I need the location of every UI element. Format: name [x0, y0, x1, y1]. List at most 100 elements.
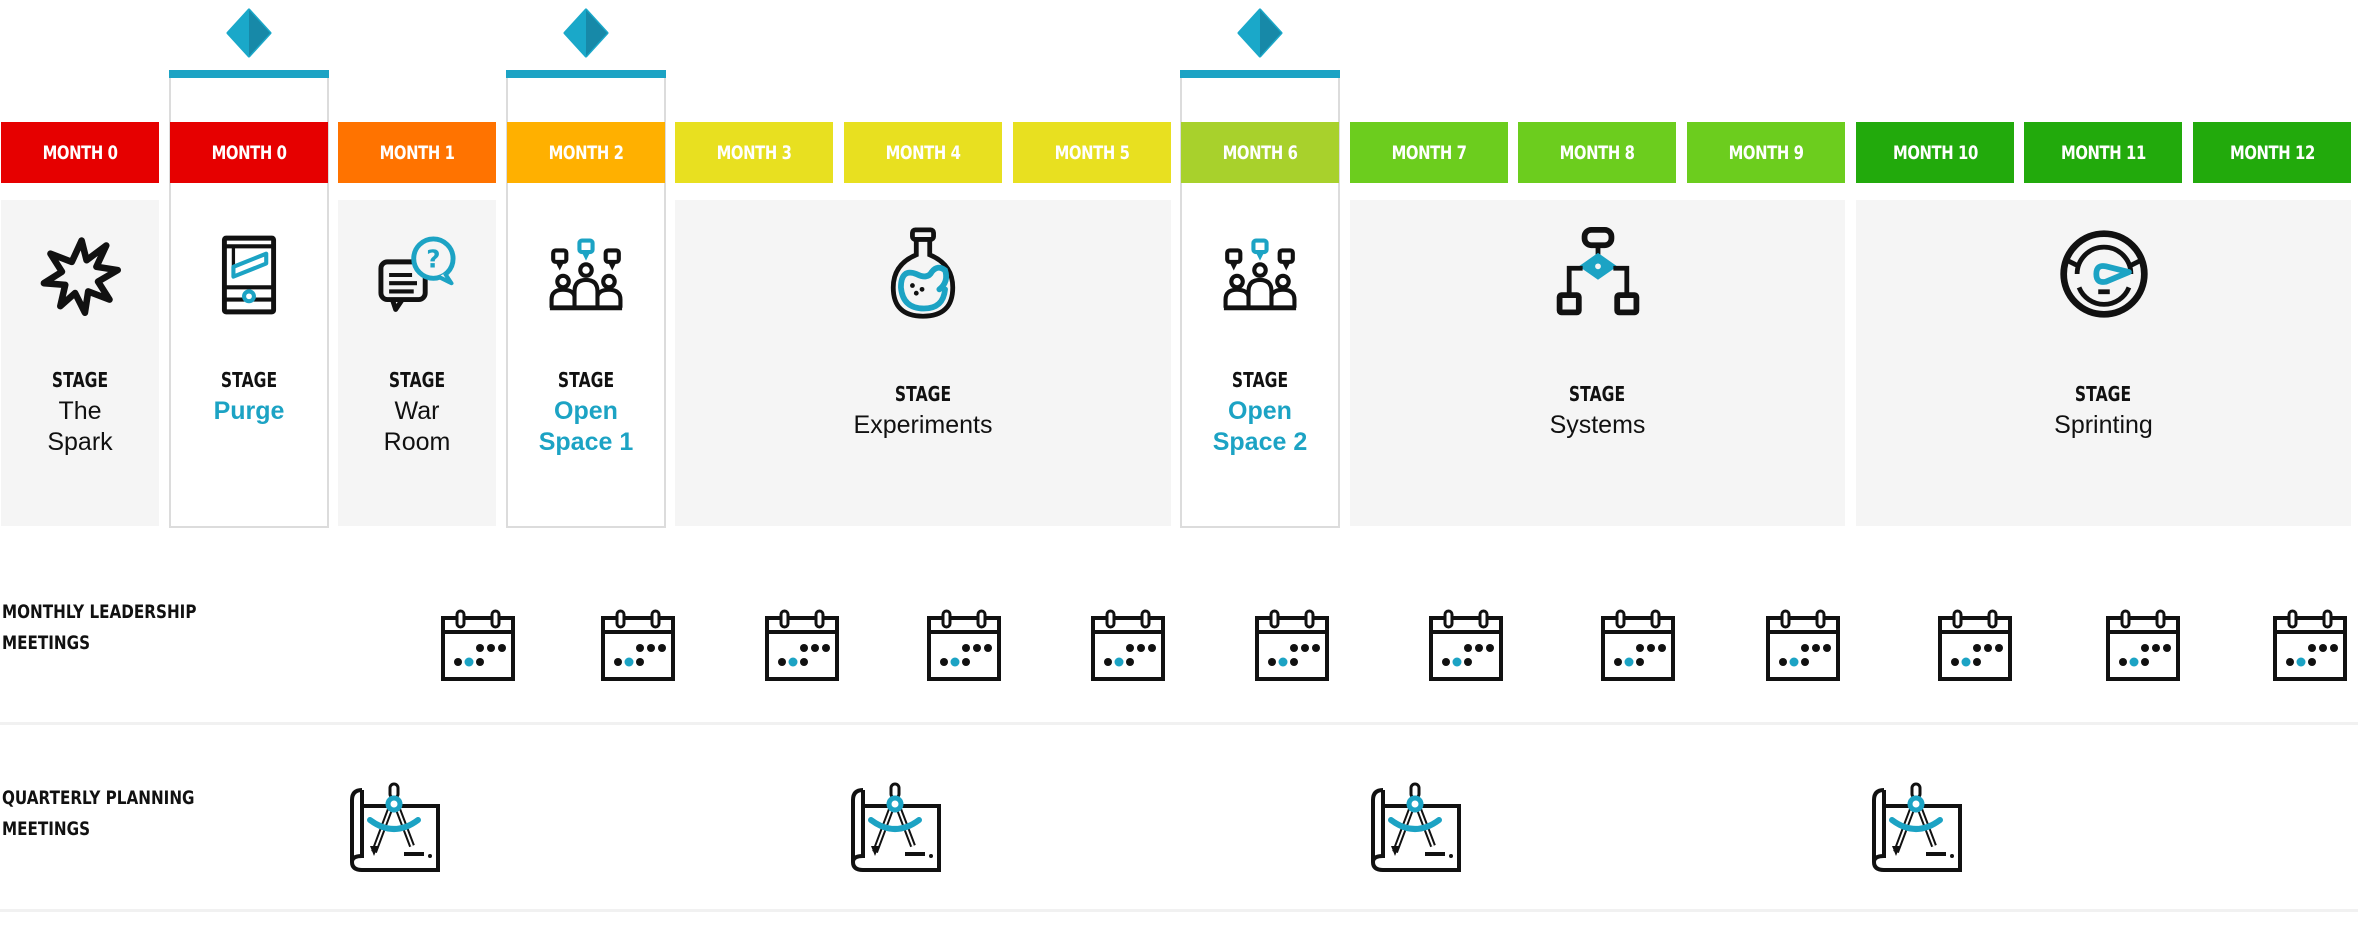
month-header: MONTH 6 — [1181, 122, 1339, 183]
guillotine-icon — [220, 234, 277, 321]
calendar-icon — [2272, 608, 2348, 682]
month-label: MONTH 10 — [1892, 141, 1978, 164]
month-label: MONTH 2 — [548, 141, 624, 164]
month-header: MONTH 4 — [844, 122, 1002, 183]
flask-icon — [889, 226, 956, 327]
stage-name: Room — [383, 428, 451, 456]
stage-card: STAGE Purge — [170, 200, 328, 526]
month-header: MONTH 5 — [1013, 122, 1171, 183]
stage-kicker: STAGE — [2075, 382, 2132, 406]
row-divider — [0, 909, 2358, 912]
calendar-icon — [2105, 608, 2181, 682]
month-header: MONTH 7 — [1350, 122, 1508, 183]
stage-name: Systems — [1549, 411, 1646, 439]
blueprint-compass-icon — [348, 782, 442, 872]
calendar-icon — [1090, 608, 1166, 682]
month-header: MONTH 1 — [338, 122, 496, 183]
speedometer-icon — [2056, 226, 2152, 327]
diamond-milestone-icon — [561, 8, 611, 58]
stage-kicker: STAGE — [1231, 368, 1289, 392]
stage-name: The — [58, 397, 102, 425]
stage-card: STAGE Sprinting — [1856, 200, 2351, 526]
stage-kicker: STAGE — [557, 368, 615, 392]
stage-text: STAGE Sprinting — [1856, 382, 2351, 441]
month-label: MONTH 12 — [2229, 141, 2315, 164]
calendar-icon — [926, 608, 1002, 682]
stage-name: Space 2 — [1212, 428, 1308, 456]
month-label: MONTH 11 — [2060, 141, 2146, 164]
stage-name: Open — [1228, 397, 1292, 425]
calendar-icon — [1254, 608, 1330, 682]
blueprint-compass-icon — [849, 782, 943, 872]
monthly-leadership-label: MONTHLY LEADERSHIP MEETINGS — [2, 597, 196, 659]
stage-text: STAGE Purge — [170, 368, 328, 427]
month-label: MONTH 6 — [1222, 141, 1298, 164]
stage-name: Purge — [213, 397, 285, 425]
calendar-icon — [1600, 608, 1676, 682]
calendar-icon — [1937, 608, 2013, 682]
flowchart-icon — [1550, 226, 1646, 327]
group-discussion-icon — [1219, 234, 1301, 321]
month-label: MONTH 4 — [885, 141, 961, 164]
highlight-bar — [169, 70, 329, 78]
highlight-bar — [506, 70, 666, 78]
month-header: MONTH 0 — [1, 122, 159, 183]
stage-text: STAGE Systems — [1350, 382, 1845, 441]
calendar-icon — [764, 608, 840, 682]
month-label: MONTH 0 — [211, 141, 287, 164]
calendar-icon — [1765, 608, 1841, 682]
stage-kicker: STAGE — [51, 368, 109, 392]
month-header: MONTH 11 — [2024, 122, 2182, 183]
stage-name: War — [394, 397, 440, 425]
stage-name: Sprinting — [2054, 411, 2153, 439]
stage-card: STAGE Experiments — [675, 200, 1171, 526]
month-header: MONTH 12 — [2193, 122, 2351, 183]
calendar-icon — [1428, 608, 1504, 682]
month-label: MONTH 1 — [379, 141, 455, 164]
month-header: MONTH 3 — [675, 122, 833, 183]
month-header: MONTH 8 — [1518, 122, 1676, 183]
month-label: MONTH 9 — [1728, 141, 1804, 164]
row-label-line: MEETINGS — [2, 818, 91, 840]
month-label: MONTH 3 — [716, 141, 792, 164]
month-label: MONTH 7 — [1391, 141, 1467, 164]
month-header: MONTH 9 — [1687, 122, 1845, 183]
stage-kicker: STAGE — [1569, 382, 1626, 406]
stage-kicker: STAGE — [388, 368, 446, 392]
calendar-icon — [440, 608, 516, 682]
month-header: MONTH 2 — [507, 122, 665, 183]
stage-name: Space 1 — [538, 428, 634, 456]
stage-text: STAGE Experiments — [675, 382, 1171, 441]
stage-kicker: STAGE — [220, 368, 278, 392]
chat-question-icon: ? — [376, 234, 458, 321]
explosion-icon — [39, 234, 121, 321]
month-label: MONTH 0 — [42, 141, 118, 164]
row-label-line: MEETINGS — [2, 632, 91, 654]
stage-name: Open — [554, 397, 618, 425]
stage-card: STAGE Systems — [1350, 200, 1845, 526]
quarterly-planning-label: QUARTERLY PLANNING MEETINGS — [2, 783, 195, 845]
row-divider — [0, 722, 2358, 725]
month-label: MONTH 8 — [1559, 141, 1635, 164]
row-label-line: MONTHLY LEADERSHIP — [2, 601, 197, 623]
month-header: MONTH 10 — [1856, 122, 2014, 183]
calendar-icon — [600, 608, 676, 682]
blueprint-compass-icon — [1369, 782, 1463, 872]
highlight-bar — [1180, 70, 1340, 78]
diamond-milestone-icon — [1235, 8, 1285, 58]
stage-kicker: STAGE — [894, 382, 952, 406]
svg-text:?: ? — [426, 245, 440, 274]
group-discussion-icon — [545, 234, 627, 321]
month-label: MONTH 5 — [1054, 141, 1130, 164]
diamond-milestone-icon — [224, 8, 274, 58]
stage-name: Experiments — [853, 411, 993, 439]
month-header: MONTH 0 — [170, 122, 328, 183]
